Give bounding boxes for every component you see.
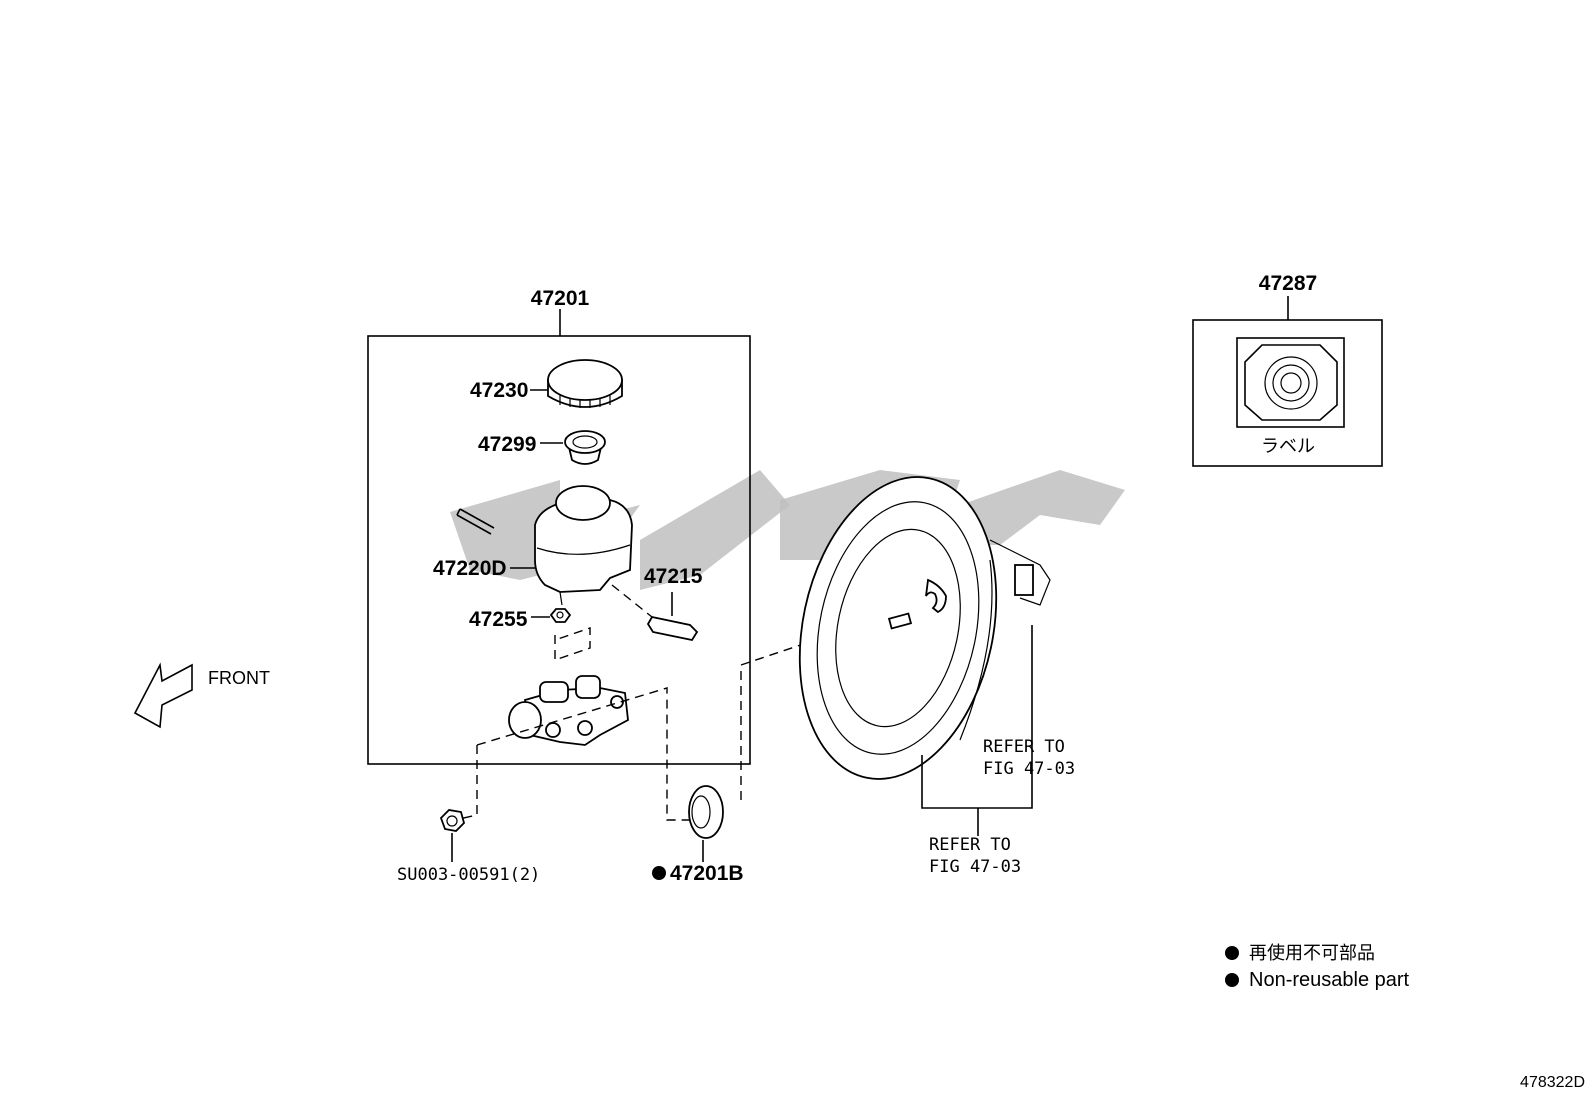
front-label: FRONT xyxy=(208,668,270,688)
master-cylinder-assembly-group: 47201 xyxy=(367,287,751,765)
legend-japanese: 再使用不可部品 xyxy=(1249,943,1375,963)
refer-to-label-2-line1: REFER TO xyxy=(929,835,1011,855)
reservoir-pin-47215: 47215 xyxy=(611,565,703,642)
brake-booster xyxy=(798,476,1051,780)
part-number-47201: 47201 xyxy=(531,287,590,310)
part-number-47220D: 47220D xyxy=(433,557,507,580)
refer-to-label-1-line2: FIG 47-03 xyxy=(983,759,1075,779)
seal-47201B: 47201B xyxy=(652,785,744,885)
refer-brackets xyxy=(921,625,1033,836)
reservoir-strainer-47299: 47299 xyxy=(478,430,606,465)
part-number-47215: 47215 xyxy=(644,565,703,588)
non-reusable-marker xyxy=(652,866,666,880)
part-number-47287: 47287 xyxy=(1259,272,1317,295)
part-number-47201B: 47201B xyxy=(670,862,744,885)
caution-label-47287: 47287 ラベル xyxy=(1192,272,1383,467)
refer-to-label-1-line1: REFER TO xyxy=(983,737,1065,757)
front-arrow-icon xyxy=(133,662,193,729)
master-cylinder-body xyxy=(508,675,629,746)
legend-bullet-en xyxy=(1225,973,1239,987)
figure-id: 478322D xyxy=(1520,1074,1585,1091)
part-number-47230: 47230 xyxy=(470,379,528,402)
part-number-47299: 47299 xyxy=(478,433,536,456)
part-number-nut: SU003-00591(2) xyxy=(397,865,540,885)
grommet-47255: 47255 xyxy=(469,608,572,631)
legend-bullet-jp xyxy=(1225,946,1239,960)
nut-su003-00591: SU003-00591(2) xyxy=(397,809,540,885)
part-number-47255: 47255 xyxy=(469,608,528,631)
brake-fluid-reservoir-47220D: 47220D xyxy=(433,485,633,606)
legend: 再使用不可部品 Non-reusable part xyxy=(1225,943,1410,991)
refer-to-label-2-line2: FIG 47-03 xyxy=(929,857,1021,877)
reservoir-cap-47230: 47230 xyxy=(470,359,623,408)
label-card-text: ラベル xyxy=(1261,436,1315,456)
legend-english: Non-reusable part xyxy=(1249,969,1410,991)
